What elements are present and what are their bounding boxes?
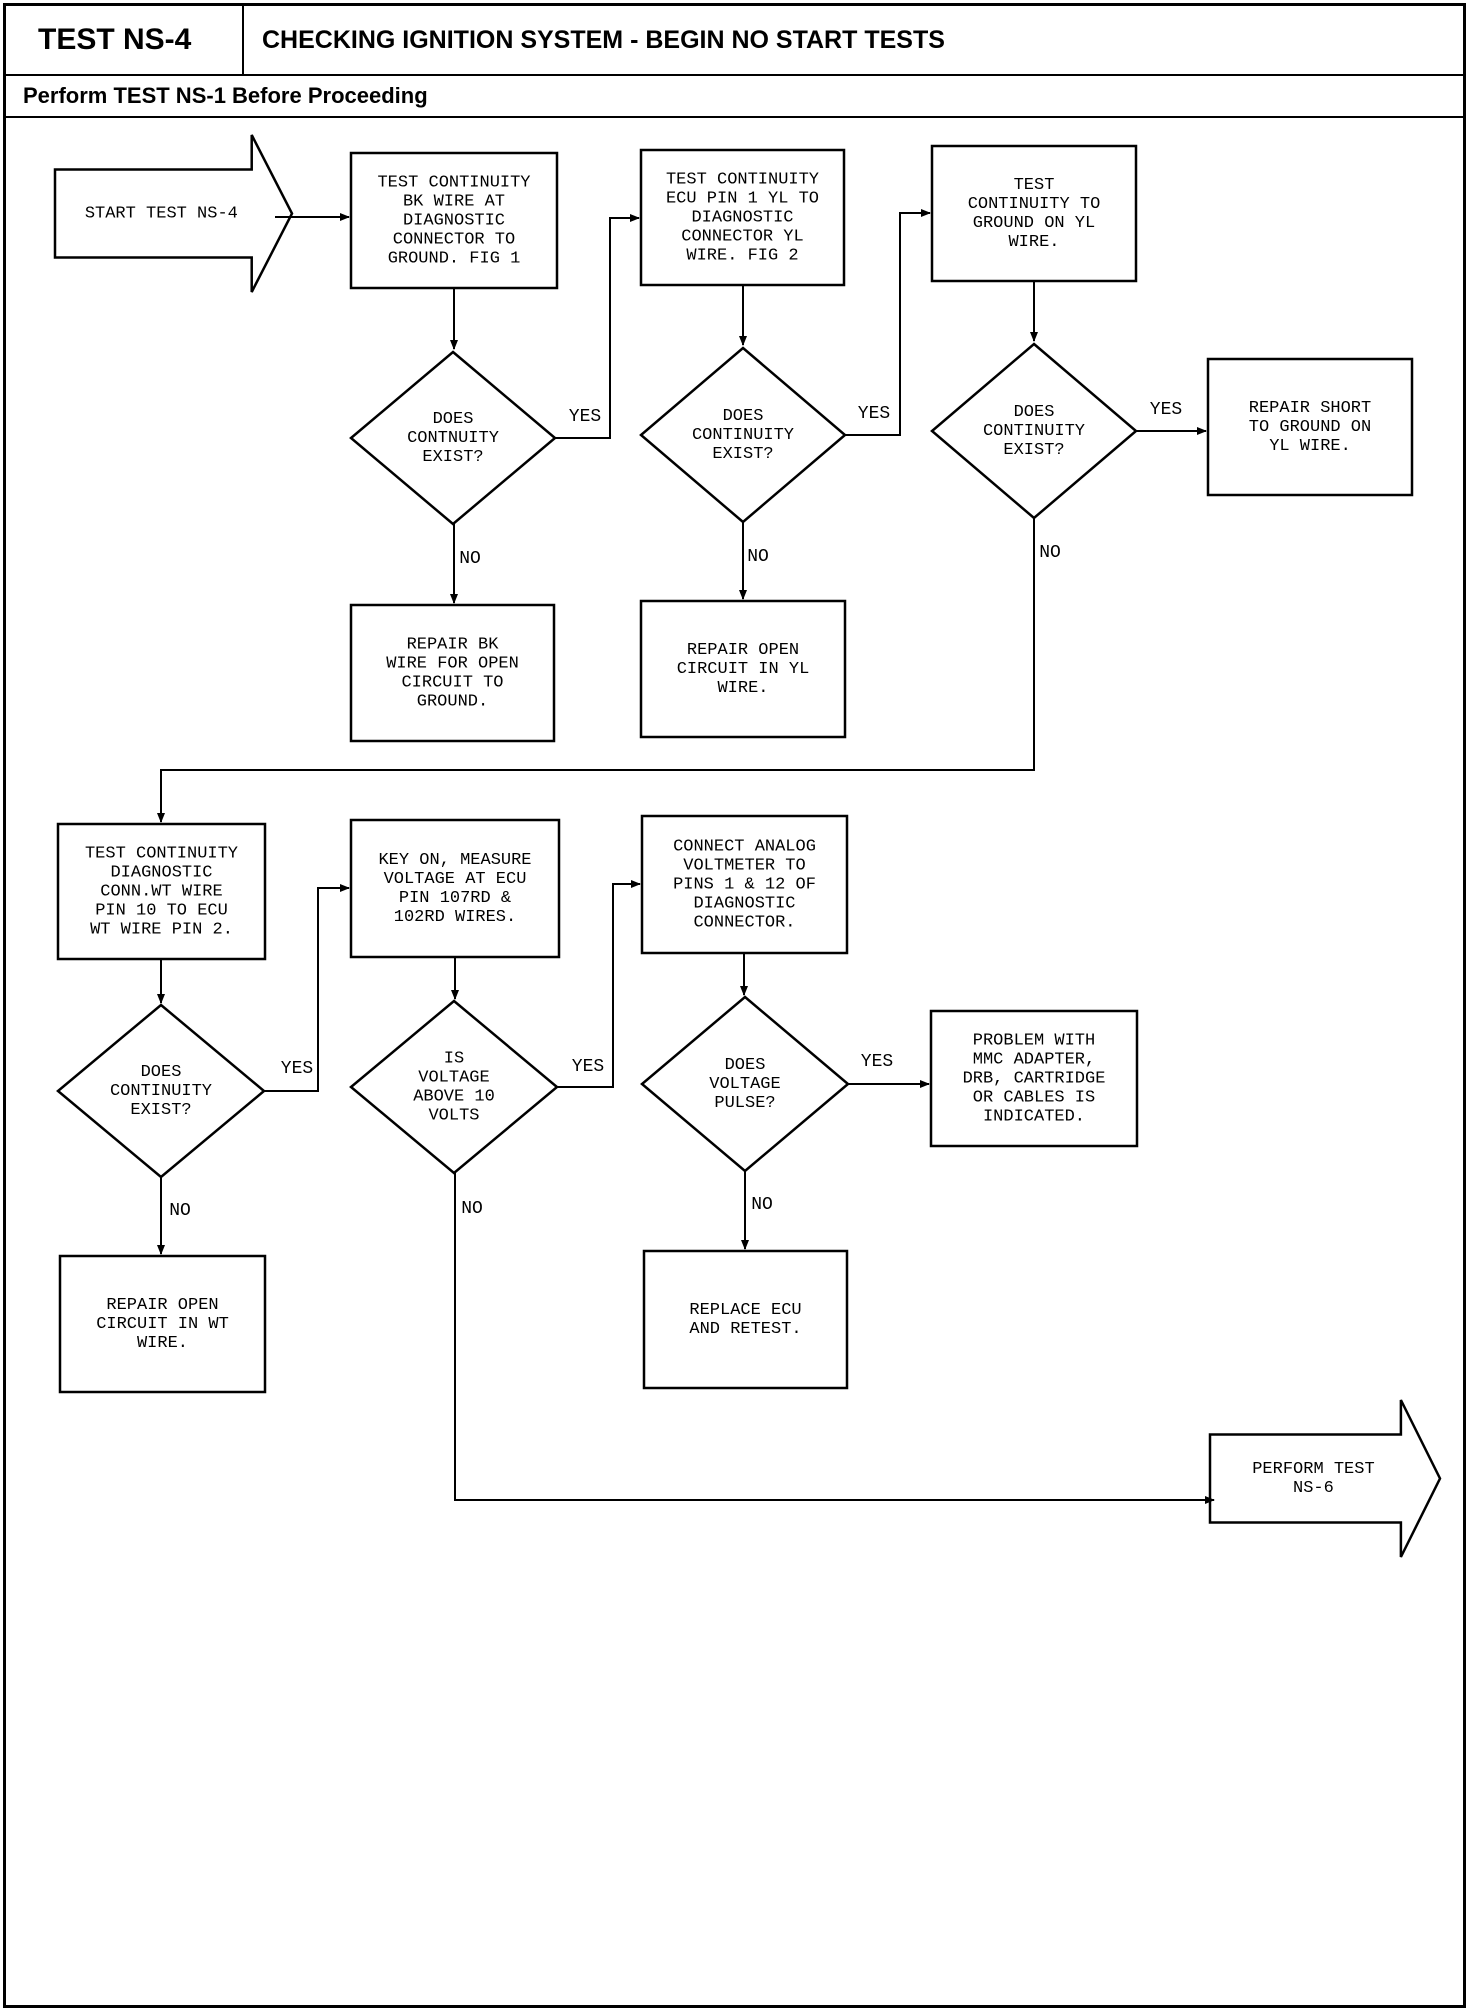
repair-bk-wire [349, 603, 556, 743]
test-title: CHECKING IGNITION SYSTEM - BEGIN NO STAR… [262, 26, 945, 54]
process-test-ecu-pin1 [639, 148, 846, 287]
replace-ecu [642, 1249, 849, 1390]
branch-label-d1-no: NO [459, 549, 481, 569]
branch-label-d6-no: NO [751, 1195, 773, 1215]
branch-label-d3-yes: YES [1150, 400, 1182, 420]
process-test-wt-wire [56, 822, 267, 961]
connector-d5-no-to-end [454, 1173, 1215, 1504]
start-node-label: START TEST NS-4 [85, 205, 238, 224]
header-bar: TEST NS-4 CHECKING IGNITION SYSTEM - BEG… [6, 6, 1463, 76]
test-id: TEST NS-4 [6, 6, 244, 74]
connector-d5-yes-to-p6 [557, 880, 641, 1088]
process-measure-voltage [349, 818, 561, 959]
branch-label-d5-no: NO [461, 1199, 483, 1219]
connector-d4-yes-to-p5 [264, 884, 350, 1092]
process-test-bk-wire [349, 151, 559, 290]
prerequisite-note: Perform TEST NS-1 Before Proceeding [6, 76, 1463, 118]
connector-d2-yes-to-p3 [845, 209, 931, 436]
process-connect-voltmeter [640, 814, 849, 955]
connector-d3-no-to-p4 [157, 518, 1035, 823]
flowchart-page: TEST NS-4 CHECKING IGNITION SYSTEM - BEG… [3, 3, 1466, 2008]
branch-label-d5-yes: YES [572, 1057, 604, 1077]
problem-mmc-adapter [929, 1009, 1139, 1148]
connector-d1-yes-to-p2 [555, 214, 640, 439]
branch-label-d3-no: NO [1039, 543, 1061, 563]
branch-label-d6-yes: YES [861, 1052, 893, 1072]
branch-label-d2-yes: YES [858, 404, 890, 424]
start-node [53, 134, 294, 293]
repair-short-yl-wire [1206, 357, 1414, 497]
branch-label-d2-no: NO [747, 547, 769, 567]
branch-label-d4-no: NO [169, 1201, 191, 1221]
end-node [1208, 1399, 1442, 1558]
branch-label-d1-yes: YES [569, 407, 601, 427]
repair-yl-wire-open [639, 599, 847, 739]
branch-label-d4-yes: YES [281, 1059, 313, 1079]
repair-wt-wire-open [58, 1254, 267, 1394]
process-test-ground-yl [930, 144, 1138, 283]
